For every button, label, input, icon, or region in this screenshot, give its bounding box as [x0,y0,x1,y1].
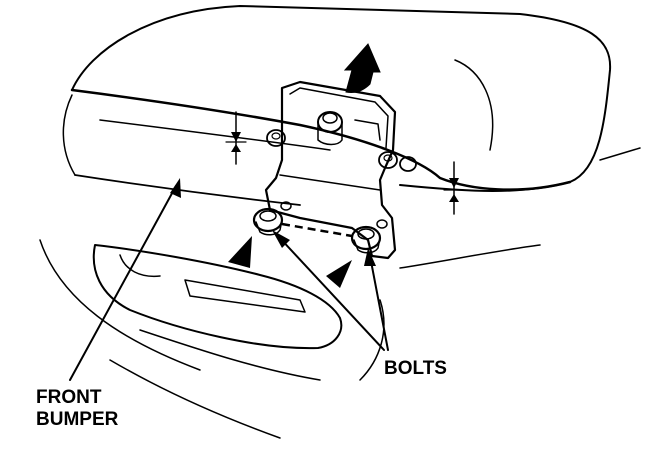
label-front: FRONT [36,387,102,408]
clip-nut-far-right-icon [399,156,417,172]
bolts-leader-arrows [272,230,389,351]
bumper-body [39,94,541,439]
lower-right-bolt-icon [350,219,388,254]
label-bumper: BUMPER [36,409,119,430]
clip-nut-left-icon [266,129,286,147]
gap-dimension-right [443,161,465,215]
clip-nut-right-icon [378,151,398,169]
upper-bolt-icon [317,111,343,146]
pointer-triangle-right-icon [326,260,352,288]
mounting-bracket [264,80,417,260]
front-bumper-leader-arrow [69,178,181,381]
lower-left-bolt-icon [252,201,292,236]
pointer-triangle-left-icon [228,236,252,268]
label-bolts: BOLTS [384,358,447,379]
hood-panel [70,5,641,192]
gap-dimension-left [225,111,247,165]
lift-up-arrow-icon [343,43,381,93]
bolt-alignment-dashed-line [281,222,353,238]
